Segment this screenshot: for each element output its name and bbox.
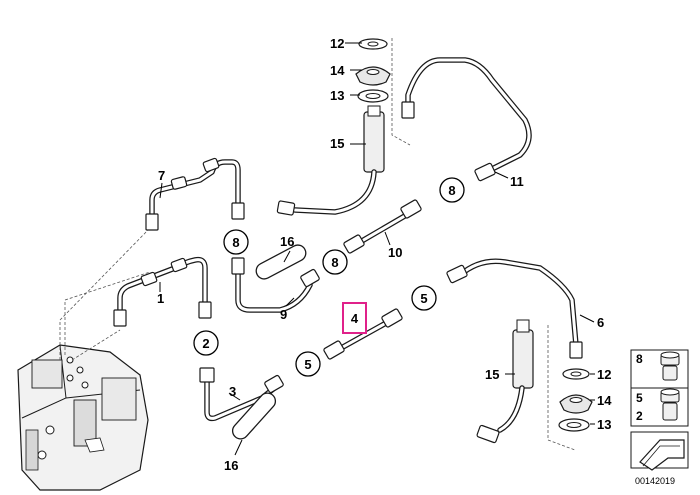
fitting-legend-panel: 8 5 2 <box>630 349 689 427</box>
brake-pipe-11 <box>401 57 532 182</box>
legend-row2-number-bottom: 2 <box>636 409 643 423</box>
brake-pipe-3 <box>199 367 284 422</box>
callout-12-lower: 12 <box>597 367 611 382</box>
callout-16-lower: 16 <box>224 458 238 473</box>
protective-hose-16-lower <box>231 392 277 440</box>
legend-row2-number-top: 5 <box>636 391 643 405</box>
brake-pipe-6 <box>446 258 583 359</box>
abs-hydraulic-unit <box>17 344 149 491</box>
callout-7: 7 <box>158 168 165 183</box>
legend-row1-number: 8 <box>636 352 643 366</box>
brake-pipe-9 <box>231 257 320 313</box>
callout-labels: 12 14 13 15 7 11 16 10 1 9 6 3 15 12 14 … <box>157 36 612 473</box>
callout-6: 6 <box>597 315 604 330</box>
abs-connection-lines <box>59 227 151 361</box>
callout-8-circle-a: 8 <box>448 183 455 198</box>
callout-15-lower: 15 <box>485 367 499 382</box>
callout-1: 1 <box>157 291 164 306</box>
circled-callouts: 8 8 8 5 5 2 <box>193 177 465 377</box>
diagram-reference-number: 00142019 <box>635 476 675 486</box>
callout-15-upper: 15 <box>330 136 344 151</box>
callout-11: 11 <box>510 174 524 189</box>
callout-4: 4 <box>351 311 359 326</box>
callout-14-lower: 14 <box>597 393 612 408</box>
strut-bracket-upper <box>276 38 411 216</box>
callout-13-lower: 13 <box>597 417 611 432</box>
strut-bracket-lower <box>476 319 593 451</box>
callout-9: 9 <box>280 307 287 322</box>
callout-4-highlighted[interactable]: 4 <box>342 302 367 334</box>
brake-pipe-1 <box>113 256 212 327</box>
callout-8-circle-b: 8 <box>232 235 239 250</box>
leader-lines <box>159 42 595 456</box>
callout-5-circle-a: 5 <box>420 291 427 306</box>
callout-2-circle: 2 <box>202 336 209 351</box>
callout-8-circle-c: 8 <box>331 255 338 270</box>
protective-hose-16-upper <box>255 244 307 280</box>
reference-arrow-panel <box>630 431 689 471</box>
arrow-icon <box>639 439 685 471</box>
brake-hose-4 <box>323 308 403 360</box>
brake-pipe-7 <box>145 157 245 231</box>
callout-12-upper: 12 <box>330 36 344 51</box>
brake-hose-10 <box>343 199 422 254</box>
callout-10: 10 <box>388 245 402 260</box>
callout-3: 3 <box>229 384 236 399</box>
callout-14-upper: 14 <box>330 63 345 78</box>
callout-5-circle-b: 5 <box>304 357 311 372</box>
callout-13-upper: 13 <box>330 88 344 103</box>
callout-16-upper: 16 <box>280 234 294 249</box>
bolt-fitting-icon <box>660 388 680 421</box>
nut-fitting-icon <box>660 351 680 381</box>
